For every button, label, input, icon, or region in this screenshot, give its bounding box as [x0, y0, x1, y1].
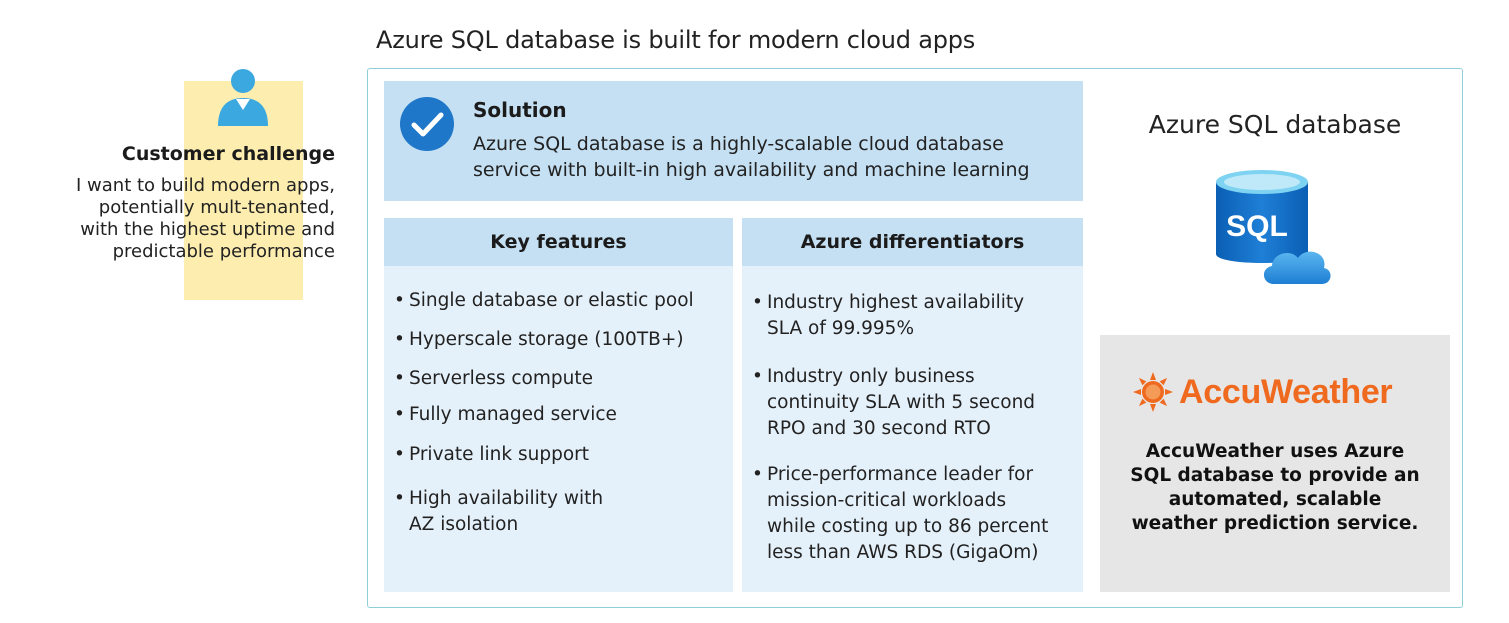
challenge-line: I want to build modern apps, — [76, 175, 335, 196]
case-study-line: AccuWeather uses Azure — [1145, 441, 1405, 462]
challenge-line: potentially mult-tenanted, — [98, 197, 335, 218]
checkmark-icon — [400, 97, 454, 151]
customer-challenge-heading: Customer challenge — [121, 143, 335, 165]
case-study-line: SQL database to provide an — [1130, 465, 1420, 486]
sql-database-icon: SQL — [1216, 170, 1331, 284]
solution-text: Azure SQL database is a highly-scalable … — [473, 131, 1073, 183]
challenge-line: with the highest uptime and — [80, 219, 335, 240]
svg-text:SQL: SQL — [1226, 210, 1288, 243]
solution-line: service with built-in high availability … — [473, 159, 1030, 181]
solution-panel — [384, 81, 1083, 201]
page-title: Azure SQL database is built for modern c… — [376, 26, 976, 54]
brand-name: AccuWeather — [1179, 372, 1393, 411]
differentiators-heading: Azure differentiators — [742, 218, 1083, 266]
case-study-line: automated, scalable — [1168, 489, 1382, 510]
case-study-panel — [1100, 335, 1450, 592]
challenge-line: predictable performance — [112, 241, 335, 262]
customer-challenge-text: I want to build modern apps, potentially… — [25, 175, 335, 263]
key-features-heading: Key features — [384, 218, 733, 266]
solution-heading: Solution — [473, 98, 567, 122]
list-item: Hyperscale storage (100TB+) — [394, 327, 684, 353]
key-features-panel — [384, 266, 733, 592]
case-study-text: AccuWeather uses Azure SQL database to p… — [1110, 440, 1440, 536]
list-item: Serverless compute — [394, 366, 593, 392]
case-study-line: weather prediction service. — [1131, 513, 1419, 534]
list-item: Private link support — [394, 442, 589, 468]
person-icon — [218, 69, 268, 126]
product-name: Azure SQL database — [1148, 110, 1402, 139]
list-item: Price-performance leader formission-crit… — [752, 462, 1048, 566]
solution-line: Azure SQL database is a highly-scalable … — [473, 133, 1004, 155]
accuweather-logo: AccuWeather — [1133, 370, 1393, 414]
list-item: Fully managed service — [394, 402, 617, 428]
sun-icon — [1133, 372, 1173, 412]
list-item: Single database or elastic pool — [394, 288, 694, 314]
main-panel — [367, 68, 1463, 608]
